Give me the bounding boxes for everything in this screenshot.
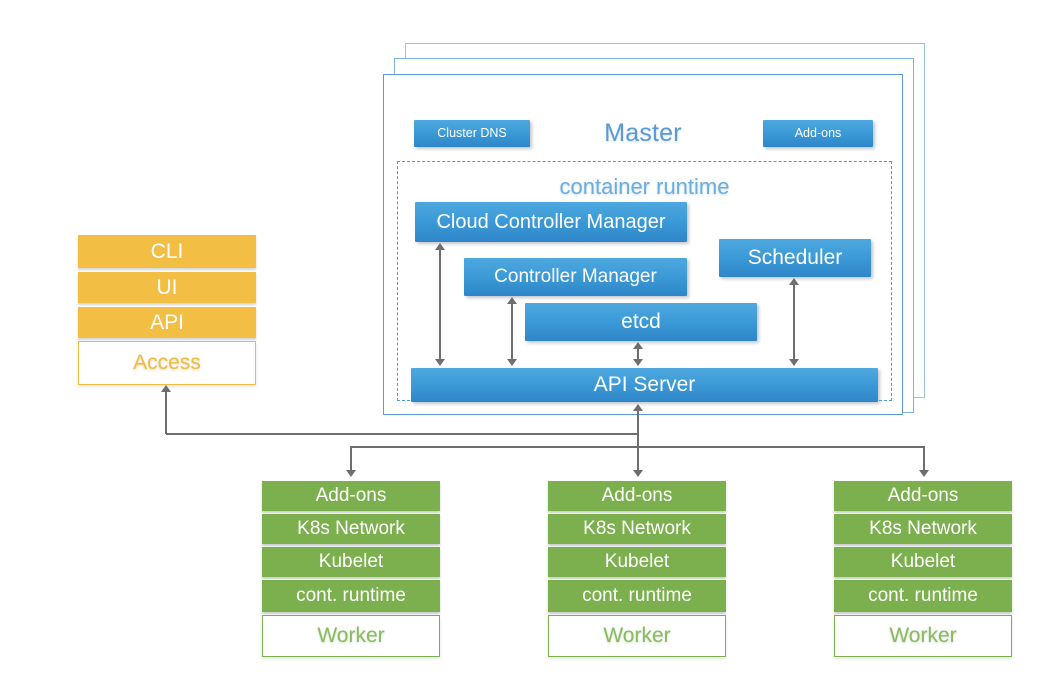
api-server-label: API Server (593, 372, 696, 396)
arrow-worker-1-down (346, 470, 356, 477)
arrow-ccm-down (435, 359, 445, 366)
arrow-scheduler-down (789, 359, 799, 366)
worker-1-cont-runtime-label: cont. runtime (296, 585, 406, 606)
access-footer-label: Access (133, 351, 201, 374)
access-row-ui[interactable]: UI (78, 272, 256, 303)
worker-1-footer[interactable]: Worker (262, 615, 440, 657)
access-footer[interactable]: Access (78, 341, 256, 385)
worker-3-kubelet-label: Kubelet (890, 551, 956, 572)
arrow-ccm-up (435, 243, 445, 250)
worker-3-row-cont-runtime[interactable]: cont. runtime (834, 580, 1012, 612)
worker-3-addons-label: Add-ons (887, 485, 959, 506)
arrow-worker-3-down (919, 470, 929, 477)
api-server-box[interactable]: API Server (411, 368, 878, 402)
worker-1-row-k8s-network[interactable]: K8s Network (262, 514, 440, 544)
container-runtime-label: container runtime (559, 174, 730, 199)
worker-3-footer[interactable]: Worker (834, 615, 1012, 657)
worker-2-row-kubelet[interactable]: Kubelet (548, 547, 726, 577)
connector-worker-2-drop (637, 446, 639, 470)
master-addons-label: Add-ons (794, 125, 842, 140)
access-row-ui-label: UI (156, 275, 178, 299)
worker-3-footer-label: Worker (889, 624, 957, 647)
worker-1-row-kubelet[interactable]: Kubelet (262, 547, 440, 577)
arrow-etcd-up (633, 342, 643, 349)
access-row-cli[interactable]: CLI (78, 235, 256, 268)
scheduler-label: Scheduler (747, 245, 843, 269)
arrow-cm-down (507, 359, 517, 366)
scheduler-box[interactable]: Scheduler (719, 239, 871, 277)
worker-2-footer[interactable]: Worker (548, 615, 726, 657)
connector-ccm-apiserver (439, 249, 441, 361)
cluster-dns-label: Cluster DNS (437, 125, 507, 140)
arrow-apiserver-bottom-up (633, 404, 643, 411)
worker-3-row-k8s-network[interactable]: K8s Network (834, 514, 1012, 544)
worker-2-k8s-network-label: K8s Network (583, 518, 691, 539)
master-title: Master (604, 119, 682, 147)
worker-2-kubelet-label: Kubelet (604, 551, 670, 572)
cloud-controller-manager-label: Cloud Controller Manager (436, 210, 666, 233)
connector-worker-3-drop (923, 446, 925, 470)
controller-manager-label: Controller Manager (494, 266, 657, 288)
master-addons-box[interactable]: Add-ons (763, 120, 873, 147)
worker-2-footer-label: Worker (603, 624, 671, 647)
etcd-label: etcd (621, 309, 661, 333)
connector-access-riser (165, 392, 167, 434)
arrow-scheduler-up (789, 278, 799, 285)
worker-2-row-cont-runtime[interactable]: cont. runtime (548, 580, 726, 612)
access-row-cli-label: CLI (150, 239, 184, 263)
cloud-controller-manager-box[interactable]: Cloud Controller Manager (415, 202, 687, 242)
access-row-api-label: API (150, 310, 184, 334)
worker-1-row-addons[interactable]: Add-ons (262, 481, 440, 511)
worker-1-k8s-network-label: K8s Network (297, 518, 405, 539)
arrow-worker-2-down (633, 470, 643, 477)
worker-1-row-cont-runtime[interactable]: cont. runtime (262, 580, 440, 612)
connector-scheduler-apiserver (793, 284, 795, 361)
arrow-access-up (161, 385, 171, 392)
access-row-api[interactable]: API (78, 307, 256, 338)
connector-apiserver-trunk (637, 410, 639, 448)
connector-worker-1-drop (350, 446, 352, 470)
connector-cm-apiserver (511, 303, 513, 361)
worker-3-row-kubelet[interactable]: Kubelet (834, 547, 1012, 577)
worker-3-cont-runtime-label: cont. runtime (868, 585, 978, 606)
worker-2-row-k8s-network[interactable]: K8s Network (548, 514, 726, 544)
worker-2-cont-runtime-label: cont. runtime (582, 585, 692, 606)
arrow-etcd-down (633, 359, 643, 366)
worker-1-addons-label: Add-ons (315, 485, 387, 506)
worker-3-row-addons[interactable]: Add-ons (834, 481, 1012, 511)
connector-etcd-apiserver (637, 348, 639, 361)
connector-bus-access (166, 433, 639, 435)
worker-2-addons-label: Add-ons (601, 485, 673, 506)
worker-1-footer-label: Worker (317, 624, 385, 647)
worker-3-k8s-network-label: K8s Network (869, 518, 977, 539)
cluster-dns-box[interactable]: Cluster DNS (414, 120, 530, 147)
controller-manager-box[interactable]: Controller Manager (464, 258, 687, 296)
arrow-cm-up (507, 297, 517, 304)
worker-1-kubelet-label: Kubelet (318, 551, 384, 572)
etcd-box[interactable]: etcd (525, 303, 757, 341)
worker-2-row-addons[interactable]: Add-ons (548, 481, 726, 511)
